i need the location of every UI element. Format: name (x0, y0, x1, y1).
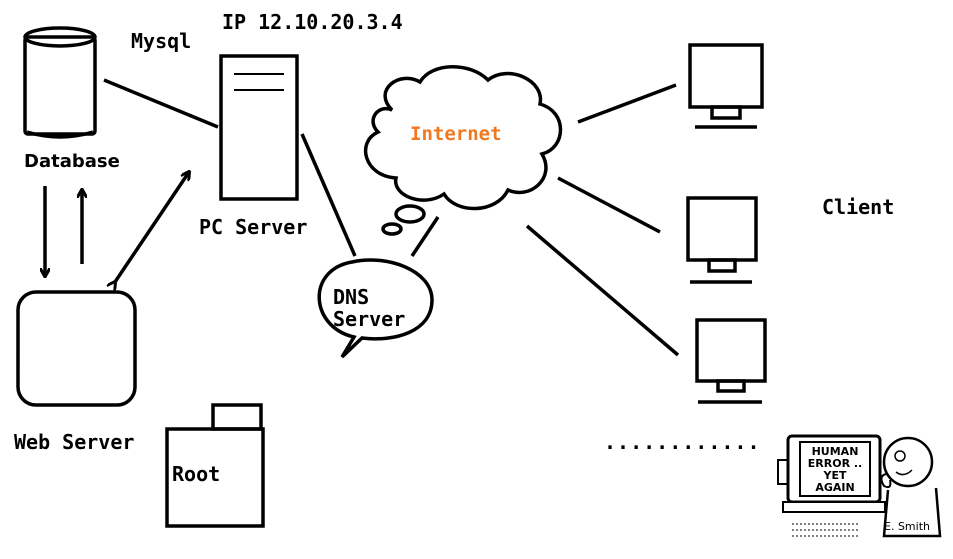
web-server-icon (16, 290, 137, 407)
client-monitor-icon (686, 196, 758, 284)
connector-internet-client-2 (557, 176, 661, 234)
cartoon-signature: E. Smith (884, 520, 930, 533)
connector-database-pc-server (103, 78, 219, 129)
internet-label: Internet (410, 123, 502, 145)
folder-icon (165, 403, 265, 528)
client-monitor-icon (695, 318, 767, 404)
pc-server-icon (219, 54, 299, 201)
web-server-label: Web Server (14, 430, 135, 454)
connector-dns-internet (410, 216, 440, 257)
dns-bubble-icon (317, 258, 434, 359)
arrows (45, 172, 189, 282)
client-monitor-icon (688, 43, 764, 129)
database-label: Database (24, 151, 120, 172)
human-error-cartoon-icon (777, 434, 942, 538)
connection-lines (103, 78, 680, 357)
connector-internet-client-3 (525, 224, 680, 357)
internet-cloud-icon (363, 65, 563, 236)
root-label: Root (172, 462, 221, 486)
dns-label-line1: DNS (333, 285, 370, 309)
client-label: Client (822, 195, 895, 219)
database-icon (23, 26, 97, 139)
ip-address-label: IP 12.10.20.3.4 (222, 10, 403, 34)
more-clients-ellipsis: ............ (604, 430, 761, 454)
cartoon-screen-text: HUMAN ERROR .. YET AGAIN (807, 445, 863, 494)
connector-internet-client-1 (577, 83, 677, 124)
pc-server-label: PC Server (199, 215, 308, 239)
connector-pc-server-dns (300, 133, 357, 257)
arrow-web-server-to-pc-server (115, 172, 189, 282)
dns-label-line2: Server (333, 307, 406, 331)
mysql-label: Mysql (131, 29, 192, 53)
